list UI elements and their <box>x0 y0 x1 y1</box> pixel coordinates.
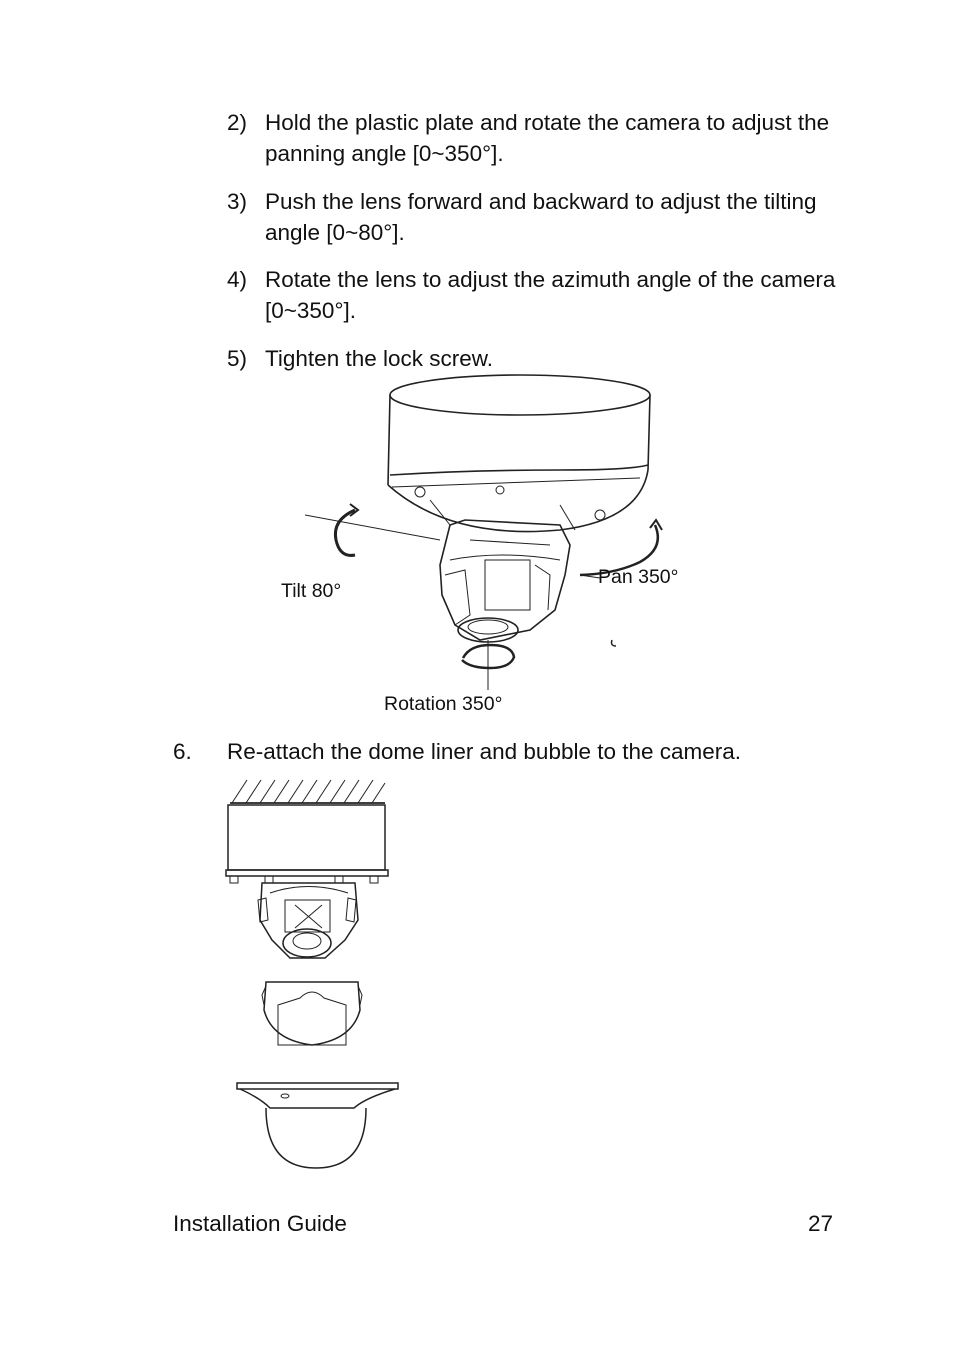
footer-title: Installation Guide <box>173 1211 347 1236</box>
page-number: 27 <box>808 1211 834 1236</box>
step-text: Rotate the lens to adjust the azimuth an… <box>265 267 836 323</box>
step-text: Hold the plastic plate and rotate the ca… <box>265 110 830 166</box>
step-number: 4) <box>227 267 248 292</box>
tilt-label: Tilt 80° <box>281 580 342 602</box>
step-number: 5) <box>227 346 248 371</box>
rotation-label: Rotation 350° <box>384 693 503 715</box>
step-number: 2) <box>227 110 248 135</box>
step-number: 6. <box>173 739 192 764</box>
pan-label: Pan 350° <box>598 566 679 588</box>
step-text: Tighten the lock screw. <box>265 346 494 371</box>
step-text: Push the lens forward and backward to ad… <box>265 189 817 245</box>
step-text: Re-attach the dome liner and bubble to t… <box>227 739 742 764</box>
step-number: 3) <box>227 189 248 214</box>
